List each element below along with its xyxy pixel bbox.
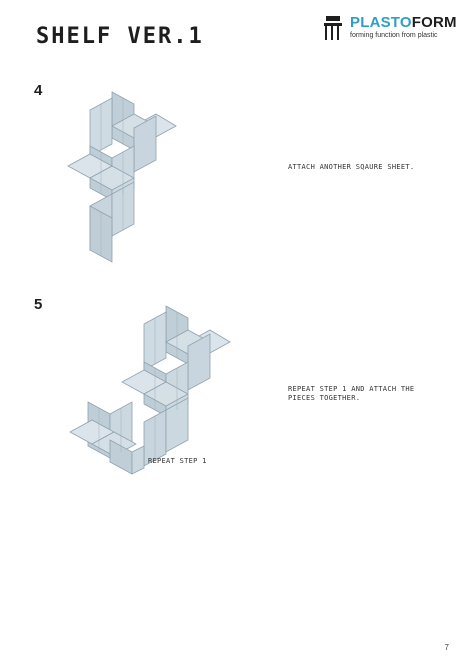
page-number: 7	[444, 643, 449, 652]
logo-wordmark: PLASTOFORM	[350, 14, 457, 31]
step-5-illustration	[69, 305, 231, 475]
page-title: SHELF VER.1	[36, 24, 204, 49]
brand-logo: PLASTOFORM forming function from plastic	[322, 14, 457, 44]
step-4-number: 4	[34, 82, 43, 99]
logo-name-part1: PLASTO	[350, 14, 412, 31]
step-5-number: 5	[34, 296, 43, 313]
logo-tagline: forming function from plastic	[350, 32, 438, 39]
logo-name-part2: FORM	[411, 14, 457, 31]
step-5-caption: REPEAT STEP 1 AND ATTACH THE PIECES TOGE…	[288, 385, 415, 402]
step-5-sub-caption: REPEAT STEP 1	[148, 457, 207, 465]
plastoform-logo-icon	[324, 16, 342, 40]
step-4-illustration	[67, 91, 177, 263]
step-4-caption: ATTACH ANOTHER SQAURE SHEET.	[288, 163, 415, 171]
